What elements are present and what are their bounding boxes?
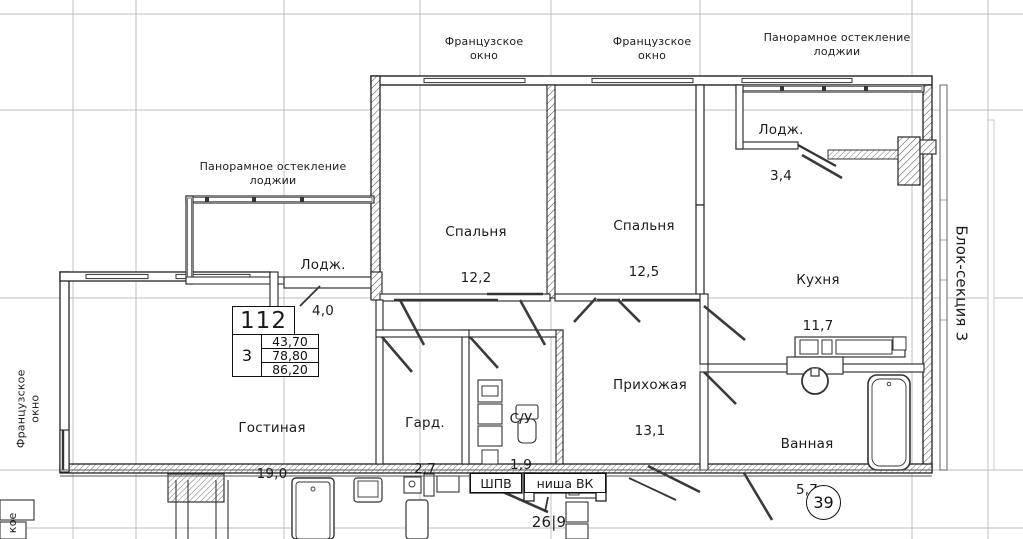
apartment-area-total: 78,80 <box>261 348 319 363</box>
annotation-french-window-1: Французское окно <box>444 35 524 62</box>
bathroom-fixtures <box>786 336 911 471</box>
apartment-area-with-loggia: 86,20 <box>261 362 319 377</box>
shaft-label-shpv: ШПВ <box>470 473 522 493</box>
annotation-panoramic-glazing-right: Панорамное остекление лоджии <box>763 31 911 58</box>
apartment-number: 112 <box>232 306 295 335</box>
apartment-area-living: 43,70 <box>261 334 319 349</box>
loggia-right <box>735 84 925 167</box>
room-label-wardrobe: Гард. 2,7 <box>405 415 445 477</box>
door-swings <box>381 153 843 521</box>
loggia-left <box>185 195 383 301</box>
apartment-room-count: 3 <box>232 334 262 377</box>
room-label-living: Гостиная 19,0 <box>238 420 306 482</box>
axis-marker-39: 39 <box>806 485 841 520</box>
annotation-panoramic-glazing-left: Панорамное остекление лоджии <box>199 160 347 187</box>
room-label-bedroom-2: Спальня 12,5 <box>613 218 675 280</box>
leader-lines <box>299 285 677 513</box>
fixture-lines <box>61 292 700 470</box>
annotation-french-window-bottom-left-vertical: кое <box>6 512 20 534</box>
room-label-kitchen: Кухня 11,7 <box>796 272 840 334</box>
apartment-badge: 112 3 43,70 78,80 86,20 <box>232 306 319 377</box>
room-label-lodzh-left: Лодж. 4,0 <box>300 257 346 319</box>
room-label-wc-bottom: С/У 4,7 <box>326 508 388 539</box>
room-label-bedroom-1: Спальня 12,2 <box>445 224 507 286</box>
annotation-french-window-2: Французское окно <box>612 35 692 62</box>
room-label-wc: С/У 1,9 <box>509 411 533 473</box>
wc-fixtures <box>477 379 539 465</box>
axis-marker-text: 39 <box>813 493 834 512</box>
block-section-label: Блок-секция 3 <box>952 225 971 342</box>
shaft-label-nisha-vk: ниша ВК <box>524 473 606 493</box>
annotation-french-window-left-vertical: Французское окно <box>14 369 41 449</box>
room-label-lodzh-right: Лодж. 3,4 <box>758 122 804 184</box>
shaft-nisha-vk-text: ниша ВК <box>536 475 594 491</box>
dimension-label: 26|9 <box>531 513 567 531</box>
apartment-area-table: 3 43,70 78,80 86,20 <box>232 334 319 377</box>
structural-column-right <box>827 84 995 471</box>
room-label-hallway: Прихожая 13,1 <box>613 377 687 439</box>
shaft-shpv-text: ШПВ <box>480 475 512 491</box>
